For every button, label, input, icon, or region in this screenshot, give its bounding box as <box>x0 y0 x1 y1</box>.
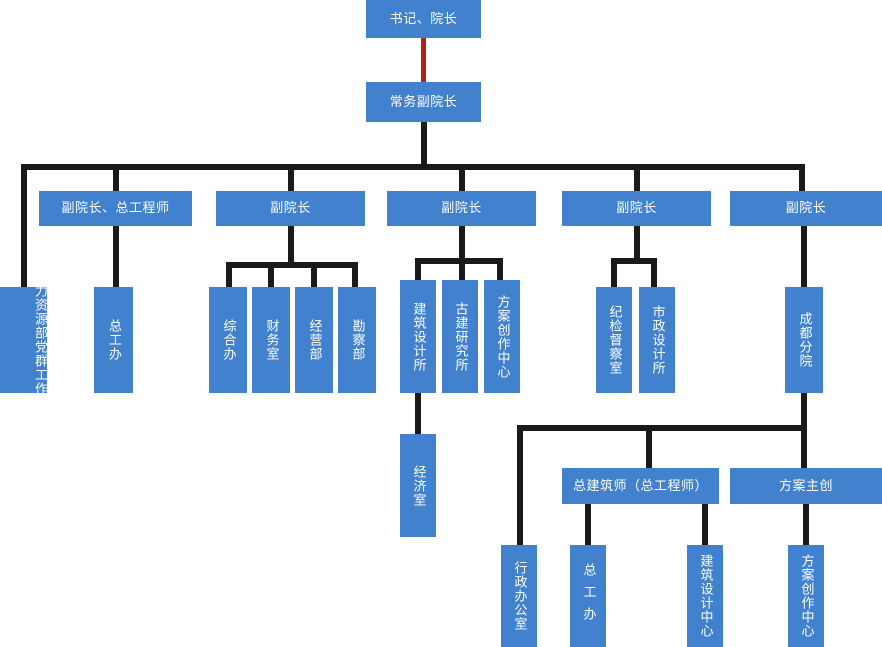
connector-line <box>268 262 274 288</box>
connector-line <box>634 164 640 191</box>
org-node-n23[interactable]: 行政办公室 <box>501 545 537 647</box>
org-node-n22[interactable]: 方案主创 <box>730 468 882 504</box>
org-node-label: 党群工作部 <box>33 340 48 410</box>
org-node-n19[interactable]: 成都分院 <box>785 287 823 393</box>
org-node-n15[interactable]: 古建研究所 <box>442 280 478 393</box>
connector-line <box>702 504 708 546</box>
connector-line <box>801 425 807 469</box>
org-node-n10[interactable]: 综合办 <box>209 287 247 393</box>
connector-line <box>611 258 657 264</box>
org-node-n25[interactable]: 建筑设计中心 <box>687 545 723 647</box>
org-node-n12[interactable]: 经营部 <box>295 287 333 393</box>
org-node-n04[interactable]: 副院长 <box>216 191 365 226</box>
org-node-n06[interactable]: 副院长 <box>562 191 711 226</box>
connector-line <box>801 226 807 288</box>
org-node-n03[interactable]: 副院长、总工程师 <box>39 191 192 226</box>
connector-line <box>226 262 358 268</box>
connector-line <box>517 425 807 431</box>
org-node-n17[interactable]: 纪检督察室 <box>596 287 632 393</box>
org-node-n05[interactable]: 副院长 <box>387 191 536 226</box>
org-node-n07[interactable]: 副院长 <box>730 191 882 226</box>
connector-line <box>634 226 640 262</box>
connector-line <box>585 504 591 546</box>
org-node-n01[interactable]: 书记、院长 <box>366 0 481 38</box>
org-node-n11[interactable]: 财务室 <box>252 287 290 393</box>
connector-line <box>799 164 805 191</box>
org-node-n26[interactable]: 方案创作中心 <box>788 545 824 647</box>
connector-line <box>803 504 809 546</box>
org-node-n21[interactable]: 总建筑师（总工程师） <box>562 468 719 504</box>
connector-line <box>352 262 358 288</box>
org-node-n20[interactable]: 经济室 <box>400 434 436 537</box>
org-node-n16[interactable]: 方案创作中心 <box>484 280 520 393</box>
connector-line <box>421 38 426 82</box>
connector-line <box>459 226 465 262</box>
org-node-n13[interactable]: 勘察部 <box>338 287 376 393</box>
org-node-n18[interactable]: 市政设计所 <box>639 287 675 393</box>
connector-line <box>459 258 465 281</box>
connector-line <box>415 393 421 435</box>
connector-line <box>517 425 523 547</box>
connector-line <box>646 425 652 469</box>
org-node-n02[interactable]: 常务副院长 <box>366 82 481 122</box>
connector-line <box>113 226 119 287</box>
org-node-n14[interactable]: 建筑设计所 <box>400 280 436 393</box>
connector-line <box>801 393 807 428</box>
connector-line <box>21 164 805 170</box>
connector-line <box>611 258 617 288</box>
connector-line <box>459 164 465 191</box>
connector-line <box>651 258 657 288</box>
connector-line <box>113 164 119 191</box>
org-node-n24[interactable]: 总工办 <box>570 545 606 647</box>
connector-line <box>21 164 27 290</box>
org-node-n08[interactable]: 人力资源部党群工作部 <box>0 270 48 410</box>
connector-line <box>288 164 294 191</box>
connector-line <box>415 258 421 281</box>
connector-line <box>421 122 427 166</box>
org-node-label: 人力资源部 <box>33 270 48 340</box>
connector-line <box>497 258 503 281</box>
connector-line <box>226 262 232 288</box>
connector-line <box>311 262 317 288</box>
org-node-n09[interactable]: 总工办 <box>94 287 133 393</box>
connector-line <box>288 226 294 266</box>
